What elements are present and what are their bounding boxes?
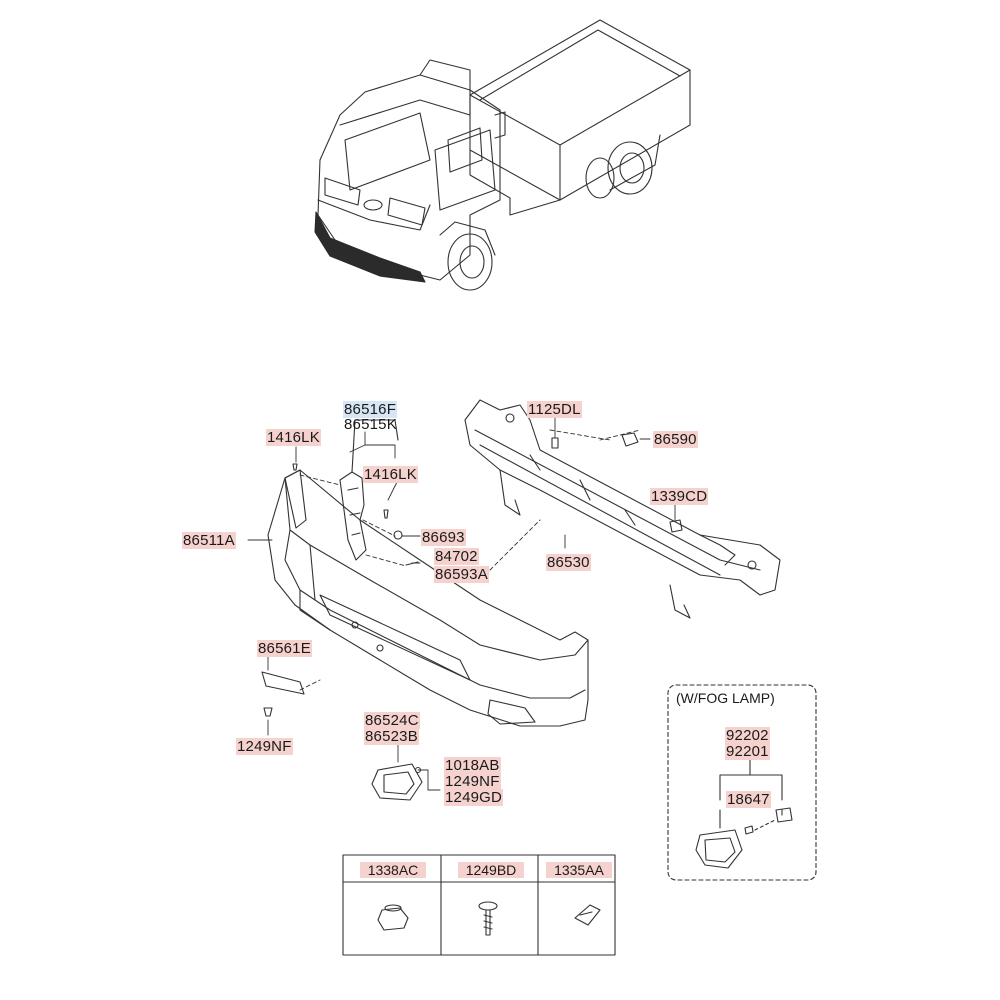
part-label-1249GD: 1249GD (444, 789, 504, 806)
part-label-84702: 84702 (434, 548, 479, 565)
parts-table (342, 854, 616, 956)
table-header-1249BD: 1249BD (458, 862, 524, 878)
bracket-illustration (339, 419, 399, 561)
part-label-1125DL: 1125DL (527, 401, 582, 418)
part-label-86511A: 86511A (182, 532, 236, 549)
leader-lines (247, 411, 676, 791)
part-label-1339CD: 1339CD (650, 488, 709, 505)
part-label-86561E: 86561E (257, 640, 312, 657)
part-label-1249NF-a: 1249NF (236, 738, 293, 755)
part-label-86524C: 86524C (364, 712, 420, 729)
part-label-1416LK-a: 1416LK (266, 429, 321, 446)
fog-lamp-caption: (W/FOG LAMP) (676, 690, 775, 706)
fog-lamp-box (667, 684, 817, 881)
table-header-1338AC: 1338AC (360, 862, 426, 878)
part-label-1018AB: 1018AB (444, 757, 501, 774)
part-label-86515K: 86515K (344, 416, 397, 433)
part-label-86530: 86530 (546, 554, 591, 571)
part-label-92202: 92202 (725, 727, 770, 744)
part-label-92201: 92201 (725, 743, 770, 760)
part-label-86516F: 86516F (343, 401, 398, 418)
part-label-86590: 86590 (653, 431, 698, 448)
truck-illustration (314, 19, 691, 291)
table-header-1335AA: 1335AA (546, 862, 612, 878)
reinforcement-illustration (464, 399, 781, 619)
part-label-1249NF-b: 1249NF (444, 773, 501, 790)
part-label-86693: 86693 (421, 529, 466, 546)
part-label-18647: 18647 (726, 791, 771, 808)
part-label-86593A: 86593A (434, 566, 489, 583)
bumper-cover-illustration (267, 469, 589, 727)
hardware-illustration (261, 432, 683, 801)
part-label-1416LK-b: 1416LK (363, 466, 418, 483)
part-label-86523B: 86523B (364, 728, 419, 745)
